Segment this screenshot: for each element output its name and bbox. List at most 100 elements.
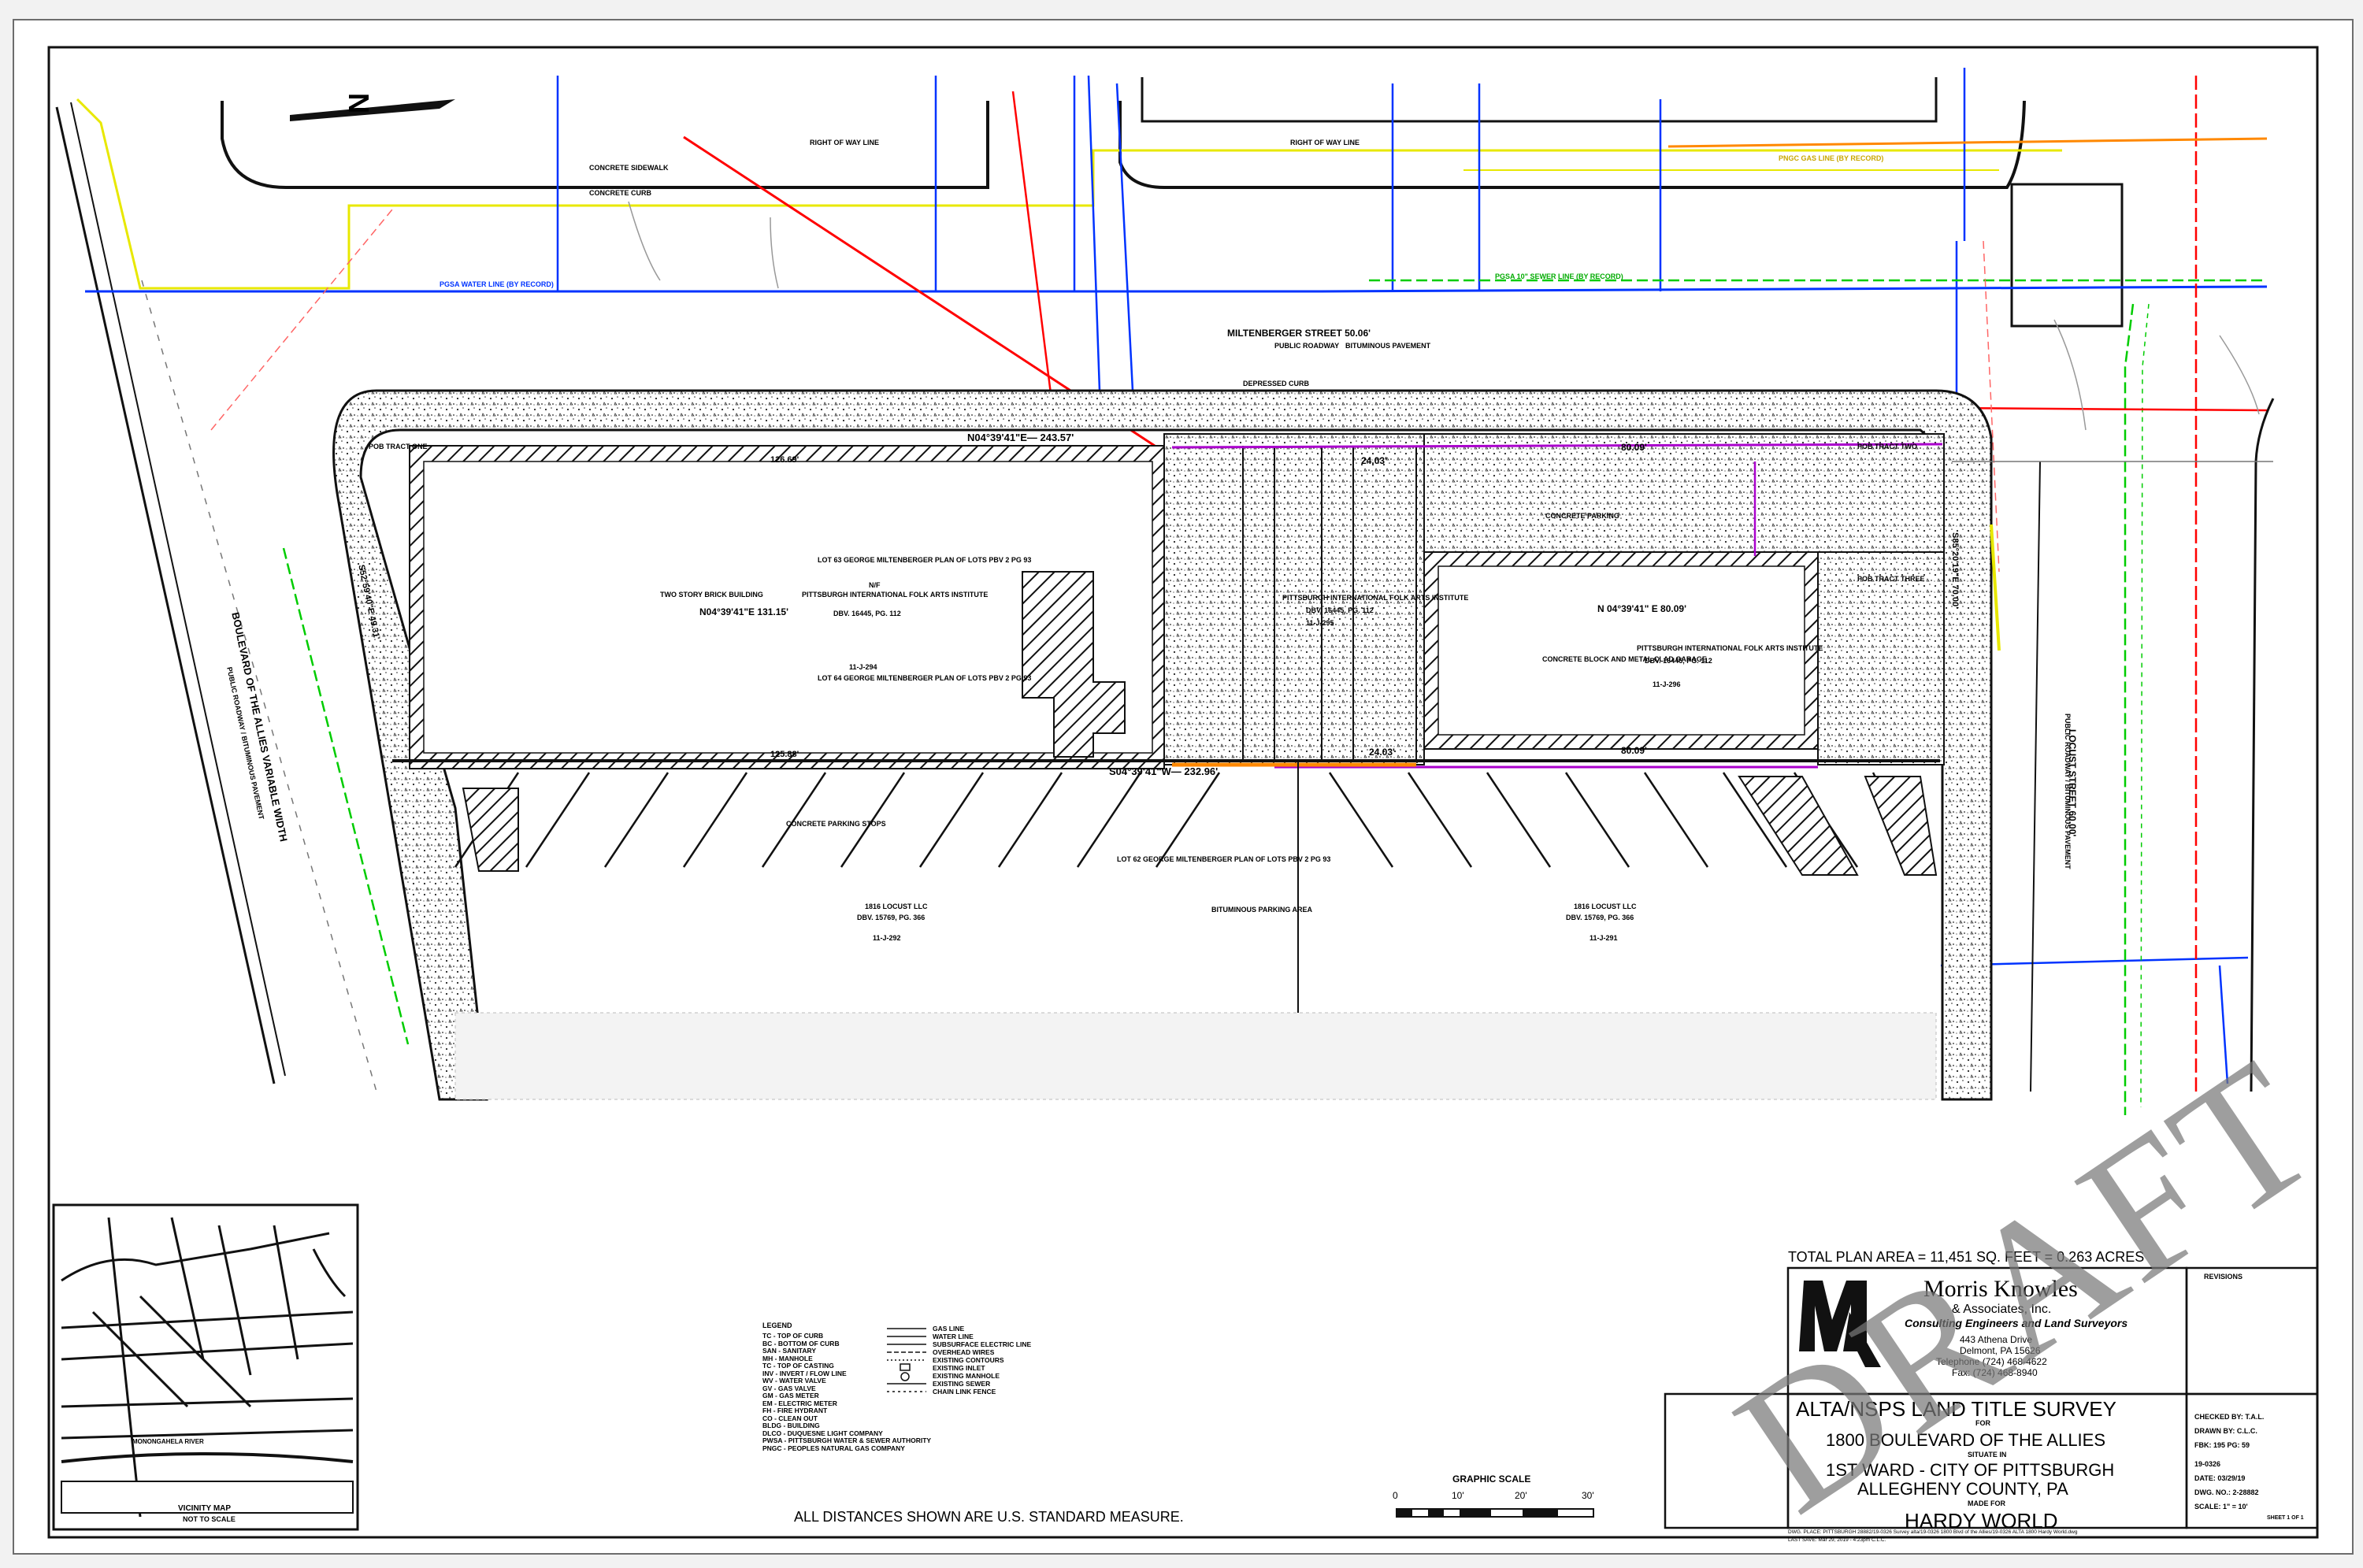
total-plan-area: TOTAL PLAN AREA = 11,451 SQ. FEET = 0.26… — [1788, 1249, 2145, 1265]
legend-item: TC - TOP OF CASTING — [762, 1362, 834, 1370]
llc2-name: 1816 LOCUST LLC — [1574, 903, 1637, 910]
legend-item: PNGC - PEOPLES NATURAL GAS COMPANY — [762, 1444, 905, 1452]
sewer-line-locust — [2124, 303, 2135, 1115]
legend-item: GV - GAS VALVE — [762, 1384, 816, 1392]
legend-item: INV - INVERT / FLOW LINE — [762, 1369, 847, 1377]
owner2-name: PITTSBURGH INTERNATIONAL FOLK ARTS INSTI… — [1282, 594, 1469, 602]
orange-line — [1667, 137, 2268, 148]
two-story-label: TWO STORY BRICK BUILDING — [660, 591, 763, 599]
front-porch — [1022, 571, 1126, 758]
bearing-north: N04°39'41"E— 243.57' — [967, 432, 1074, 443]
sewer-line-boulevard — [282, 547, 410, 1045]
scale-tick-10: 10' — [1452, 1490, 1464, 1501]
street-sub-bituminous: BITUMINOUS PAVEMENT — [1345, 342, 1431, 350]
contour-lines — [628, 201, 2260, 431]
bearing-south: S04°39'41"W— 232.96' — [1109, 765, 1219, 777]
company-address-2: Delmont, PA 15626 — [1960, 1345, 2041, 1356]
sewer-line-label: PGSA 10" SEWER LINE (BY RECORD) — [1495, 272, 1623, 280]
legend-item: CHAIN LINK FENCE — [933, 1388, 996, 1396]
owner1-deed: DBV. 16445, PG. 112 — [833, 610, 901, 617]
job-number: 19-0326 — [2194, 1460, 2221, 1468]
bearing-lot-2: N 04°39'41" E 80.09' — [1597, 603, 1686, 614]
legend-item: FH - FIRE HYDRANT — [762, 1407, 828, 1414]
dist-24-north: 24.03' — [1361, 455, 1387, 466]
llc2-lot: 11-J-291 — [1590, 934, 1618, 942]
graphic-scale-bar — [1396, 1508, 1594, 1518]
boulevard-center — [141, 280, 377, 1092]
legend-item: GAS LINE — [933, 1325, 965, 1333]
vicinity-river: MONONGAHELA RIVER — [132, 1438, 204, 1445]
measure-note: ALL DISTANCES SHOWN ARE U.S. STANDARD ME… — [794, 1509, 1184, 1525]
parking-stalls — [454, 772, 1922, 868]
locust-curb — [2030, 461, 2041, 1092]
building-northeast — [2010, 183, 2124, 328]
gas-line — [76, 98, 2062, 290]
owner1-name: PITTSBURGH INTERNATIONAL FOLK ARTS INSTI… — [802, 591, 989, 599]
street-sub-public: PUBLIC ROADWAY — [1274, 342, 1340, 350]
revisions-label: REVISIONS — [2204, 1273, 2243, 1281]
fence-north — [1171, 443, 1943, 449]
graphic-scale-title: GRAPHIC SCALE — [1452, 1473, 1531, 1485]
owner2-lot: 11-J-295 — [1306, 619, 1334, 627]
legend-symbols — [887, 1328, 926, 1392]
building-outline-north — [1141, 77, 1938, 123]
legend-item: EXISTING MANHOLE — [933, 1372, 1000, 1380]
street-label-miltenberger: MILTENBERGER STREET 50.06' — [1227, 328, 1371, 339]
locust-east-edge — [2250, 398, 2275, 1092]
llc2-deed: DBV. 15769, PG. 366 — [1566, 914, 1634, 921]
parking-island-west — [462, 788, 519, 872]
concrete-parking-west — [1163, 433, 1425, 765]
legend-item: WV - WATER VALVE — [762, 1377, 826, 1385]
llc1-deed: DBV. 15769, PG. 366 — [857, 914, 926, 921]
dist-126-south: 125.88' — [770, 750, 799, 759]
row-line-label: RIGHT OF WAY LINE — [810, 139, 880, 146]
sheet-number: SHEET 1 OF 1 — [2267, 1515, 2304, 1521]
owner1-nf: N/F — [869, 581, 881, 589]
dashed-line-west — [210, 209, 393, 431]
legend-item: EXISTING SEWER — [933, 1380, 991, 1388]
survey-for: FOR — [1975, 1419, 1990, 1427]
site-plan-drawing: N — [47, 46, 2319, 1539]
company-tagline: Consulting Engineers and Land Surveyors — [1905, 1317, 2128, 1329]
company-fax: Fax: (724) 468-8940 — [1952, 1367, 2038, 1378]
water-line-label: PGSA WATER LINE (BY RECORD) — [440, 280, 554, 288]
street-sub-locust: PUBLIC ROADWAY / BITUMINOUS PAVEMENT — [2064, 714, 2072, 869]
dashed-line-east — [1983, 240, 2000, 573]
survey-title: ALTA/NSPS LAND TITLE SURVEY — [1796, 1397, 2116, 1421]
sewer-line-locust-2 — [2140, 303, 2150, 1108]
drawing-border — [47, 46, 2319, 1539]
company-name-2: & Associates, Inc. — [1952, 1303, 2052, 1316]
legend-item: GM - GAS METER — [762, 1392, 819, 1399]
concrete-parking-east — [1817, 551, 1945, 765]
legend-item: TC - TOP OF CURB — [762, 1332, 824, 1340]
ward-city: 1ST WARD - CITY OF PITTSBURGH — [1826, 1460, 2115, 1480]
legend-item: EM - ELECTRIC METER — [762, 1399, 837, 1407]
drawing-number: DWG. NO.: 2-28882 — [2194, 1488, 2259, 1496]
company-phone: Telephone (724) 468-4622 — [1936, 1356, 2047, 1367]
legend-item: WATER LINE — [933, 1333, 974, 1340]
building-block-north — [1118, 100, 2026, 189]
checked-by: CHECKED BY: T.A.L. — [2194, 1413, 2265, 1421]
scale-tick-0: 0 — [1393, 1490, 1398, 1501]
owner3-name: PITTSBURGH INTERNATIONAL FOLK ARTS INSTI… — [1637, 644, 1823, 652]
last-saved: LAST SAVE: Mar 29, 2019 - 4:23pm C.L.C. — [1788, 1537, 1886, 1543]
vicinity-map-title: VICINITY MAP — [178, 1504, 232, 1513]
title-block-frames — [1664, 1266, 2319, 1529]
owner3-deed: DBV. 16445, PG. 112 — [1645, 657, 1712, 665]
drawing-date: DATE: 03/29/19 — [2194, 1474, 2246, 1482]
north-arrow — [290, 99, 455, 121]
sidewalk-area — [332, 389, 1993, 1101]
survey-sheet: N — [13, 19, 2354, 1555]
boulevard-edge — [55, 106, 276, 1084]
curb-label: CONCRETE CURB — [589, 189, 652, 197]
yellow-marker — [1990, 524, 2001, 651]
legend-item: BLDG - BUILDING — [762, 1422, 820, 1429]
llc1-lot: 11-J-292 — [873, 934, 901, 942]
svg-text:N: N — [343, 93, 375, 113]
drawing-scale: SCALE: 1" = 10' — [2194, 1503, 2248, 1511]
property-address: 1800 BOULEVARD OF THE ALLIES — [1826, 1430, 2106, 1450]
pob-tract-one: POB TRACT ONE — [369, 443, 428, 450]
scale-tick-30: 30' — [1582, 1490, 1594, 1501]
field-book: FBK: 195 PG: 59 — [2194, 1441, 2250, 1449]
pob-tract-three: POB TRACT THREE — [1857, 575, 1925, 583]
